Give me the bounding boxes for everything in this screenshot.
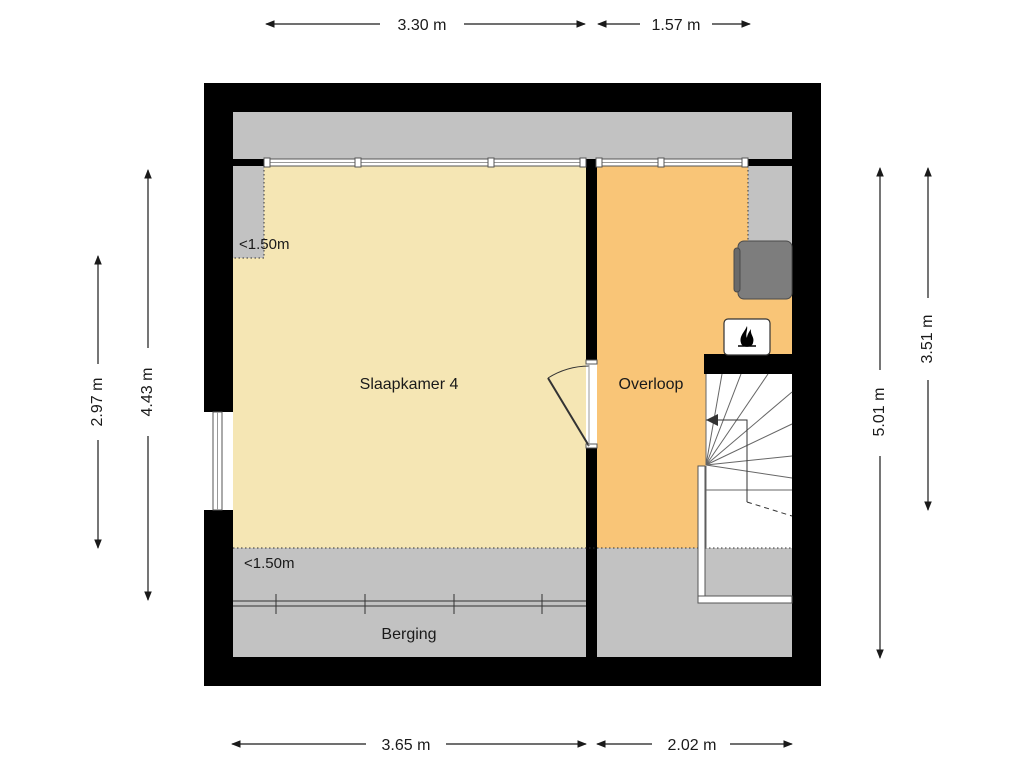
dimension-label: 3.65 m [382, 737, 431, 754]
dimension-top-right: 1.57 m [597, 17, 751, 34]
storage-ceiling-note: <1.50m [244, 555, 294, 572]
railing [697, 465, 793, 604]
dimension-label: 3.30 m [398, 17, 447, 34]
dimension-top-left: 3.30 m [265, 17, 586, 34]
bedroom-ceiling-note: <1.50m [239, 236, 289, 253]
storage-floor [233, 548, 586, 657]
window-icon [204, 411, 233, 511]
bedroom-corner-low-zone [233, 166, 264, 258]
landing-label: Overloop [619, 376, 684, 393]
top-low-zone [233, 112, 792, 159]
dimension-right-inner: 3.51 m [919, 167, 936, 511]
dimension-label: 2.97 m [89, 378, 106, 427]
dimension-label: 1.57 m [652, 17, 701, 34]
stair-wall [704, 354, 792, 374]
dimension-left-inner: 2.97 m [89, 255, 106, 549]
dimension-bottom-left: 3.65 m [231, 737, 587, 754]
dimension-label: 2.02 m [668, 737, 717, 754]
dimension-label: 5.01 m [871, 388, 888, 437]
bedroom-label: Slaapkamer 4 [360, 376, 459, 393]
door-swing-icon [547, 359, 598, 449]
heater-flame-icon [723, 318, 771, 356]
dimension-label: 4.43 m [139, 368, 156, 417]
window-icon [263, 157, 749, 168]
boiler-tank-icon [733, 240, 793, 300]
dimension-left-outer: 4.43 m [139, 169, 156, 601]
dimension-right-outer: 5.01 m [871, 167, 888, 659]
dimension-label: 3.51 m [919, 315, 936, 364]
storage-label: Berging [381, 626, 436, 643]
knee-wall [233, 594, 586, 614]
staircase-icon [705, 373, 793, 548]
dimension-bottom-right: 2.02 m [596, 737, 793, 754]
bedroom-floor [233, 166, 586, 548]
